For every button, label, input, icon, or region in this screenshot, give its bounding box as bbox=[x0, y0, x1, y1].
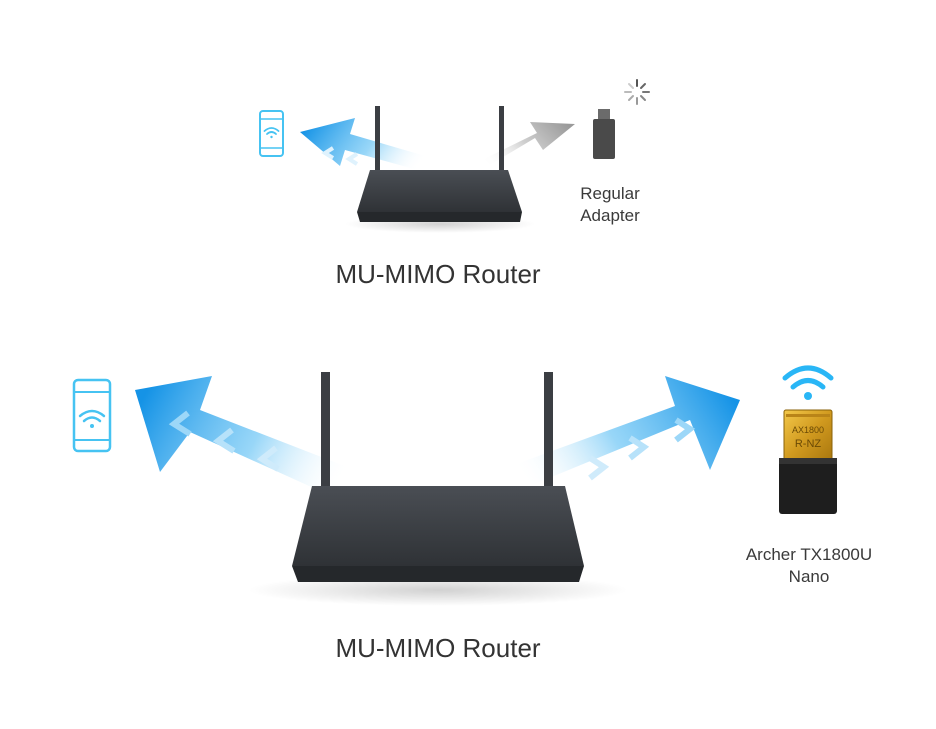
signal-beam-to-phone bbox=[135, 376, 360, 500]
router-icon bbox=[357, 106, 522, 222]
regular-adapter-label: Regular Adapter bbox=[560, 183, 660, 227]
signal-beam-to-regular-adapter bbox=[478, 122, 575, 172]
loading-spinner-icon bbox=[624, 79, 650, 105]
top-scene bbox=[259, 79, 650, 233]
signal-beam-to-phone bbox=[300, 118, 432, 172]
regular-adapter-label-line2: Adapter bbox=[580, 206, 640, 225]
archer-tx1800u-nano-adapter: AX1800 R-NZ bbox=[779, 365, 837, 514]
wifi-icon bbox=[263, 127, 280, 139]
archer-adapter-label-line1: Archer TX1800U bbox=[745, 545, 873, 564]
top-router-caption: MU-MIMO Router bbox=[335, 259, 541, 289]
bottom-router-caption: MU-MIMO Router bbox=[335, 633, 541, 663]
bottom-scene: AX1800 R-NZ bbox=[72, 365, 837, 606]
signal-beam-to-archer-adapter bbox=[500, 376, 740, 490]
wifi-icon bbox=[78, 409, 106, 428]
smartphone-icon bbox=[72, 378, 112, 453]
archer-adapter-label-line2: Nano bbox=[788, 567, 830, 586]
wifi-icon bbox=[782, 365, 834, 400]
router-icon bbox=[292, 372, 584, 582]
regular-adapter-label-line1: Regular bbox=[580, 184, 640, 203]
archer-adapter-label: Archer TX1800U Nano bbox=[728, 544, 890, 588]
adapter-print-model: AX1800 bbox=[792, 425, 824, 435]
usb-adapter-icon bbox=[593, 109, 615, 159]
usb-adapter-icon: AX1800 R-NZ bbox=[779, 409, 837, 514]
adapter-print-sub: R-NZ bbox=[795, 438, 822, 450]
smartphone-icon bbox=[259, 110, 284, 157]
